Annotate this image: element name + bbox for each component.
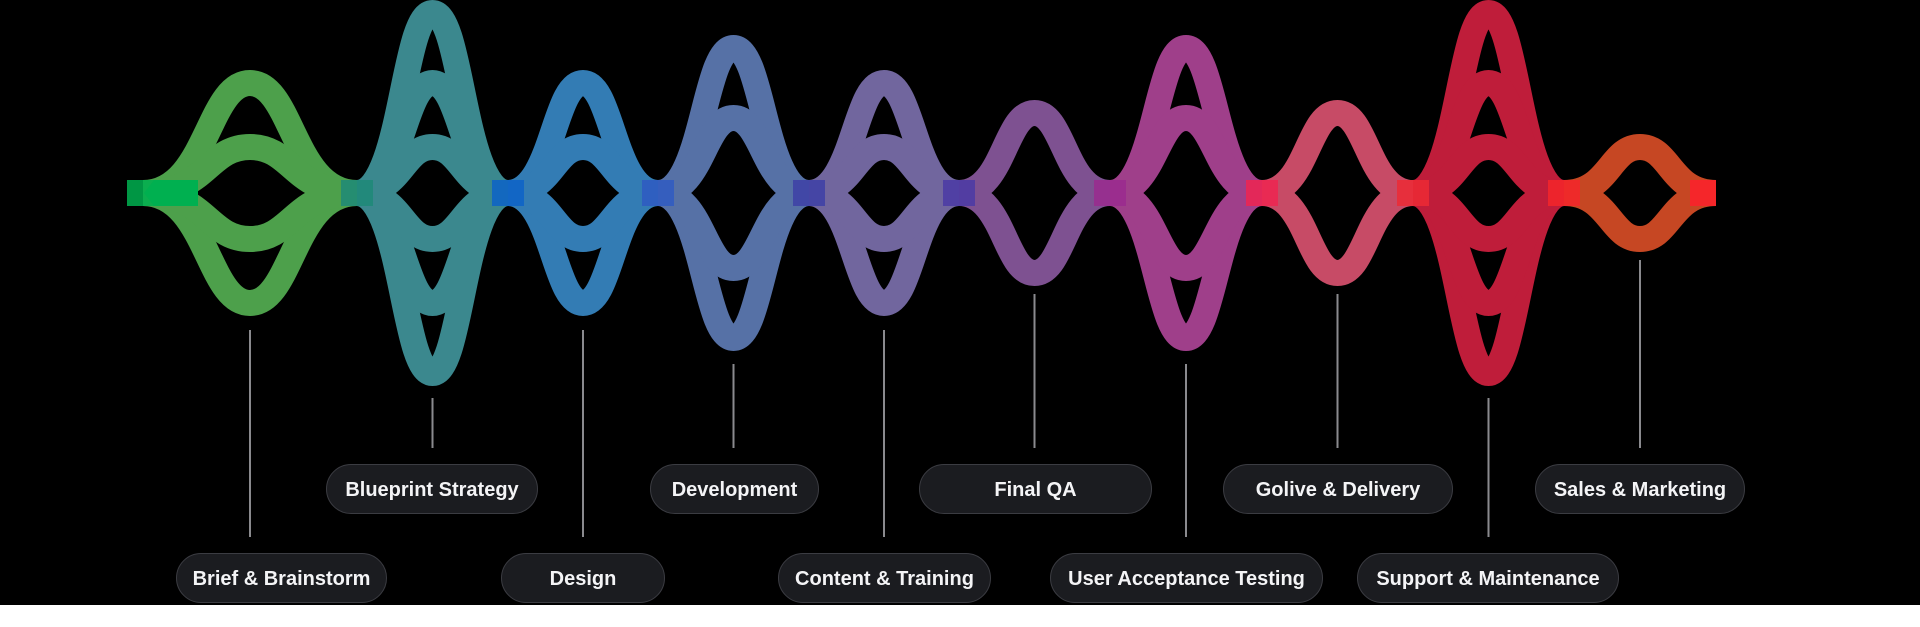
stage-blueprint-strategy[interactable]: Blueprint Strategy: [326, 464, 538, 514]
stage-wave-development: [655, 34, 812, 352]
stage-wave-design: [505, 69, 661, 317]
stage-sales-marketing[interactable]: Sales & Marketing: [1535, 464, 1745, 514]
stage-joint: [1246, 180, 1278, 206]
stage-joint: [1548, 180, 1580, 206]
stage-wave-content-training: [806, 69, 962, 317]
stage-user-acceptance-testing[interactable]: User Acceptance Testing: [1050, 553, 1323, 603]
stage-joint: [943, 180, 975, 206]
stage-joint: [341, 180, 373, 206]
stage-joint: [1397, 180, 1429, 206]
stage-wave-user-acceptance-testing: [1107, 34, 1265, 352]
stage-support-maintenance[interactable]: Support & Maintenance: [1357, 553, 1619, 603]
stage-joint: [793, 180, 825, 206]
process-diagram: Brief & Brainstorm Blueprint Strategy De…: [0, 0, 1920, 605]
stage-golive-delivery[interactable]: Golive & Delivery: [1223, 464, 1453, 514]
stage-wave-support-maintenance: [1409, 0, 1568, 387]
stage-development[interactable]: Development: [650, 464, 819, 514]
stage-joint: [492, 180, 524, 206]
stage-final-qa[interactable]: Final QA: [919, 464, 1152, 514]
process-wave: [127, 0, 1717, 537]
stage-wave-sales-marketing: [1563, 133, 1717, 253]
end-cap: [1690, 180, 1716, 206]
stage-wave-blueprint-strategy: [353, 0, 512, 387]
stage-design[interactable]: Design: [501, 553, 665, 603]
stage-wave-golive-delivery: [1260, 99, 1415, 287]
stage-wave-final-qa: [957, 99, 1112, 287]
stage-content-training[interactable]: Content & Training: [778, 553, 991, 603]
stage-joint: [1094, 180, 1126, 206]
start-arrow: [144, 180, 198, 206]
stage-brief-brainstorm[interactable]: Brief & Brainstorm: [176, 553, 387, 603]
stage-joint: [642, 180, 674, 206]
